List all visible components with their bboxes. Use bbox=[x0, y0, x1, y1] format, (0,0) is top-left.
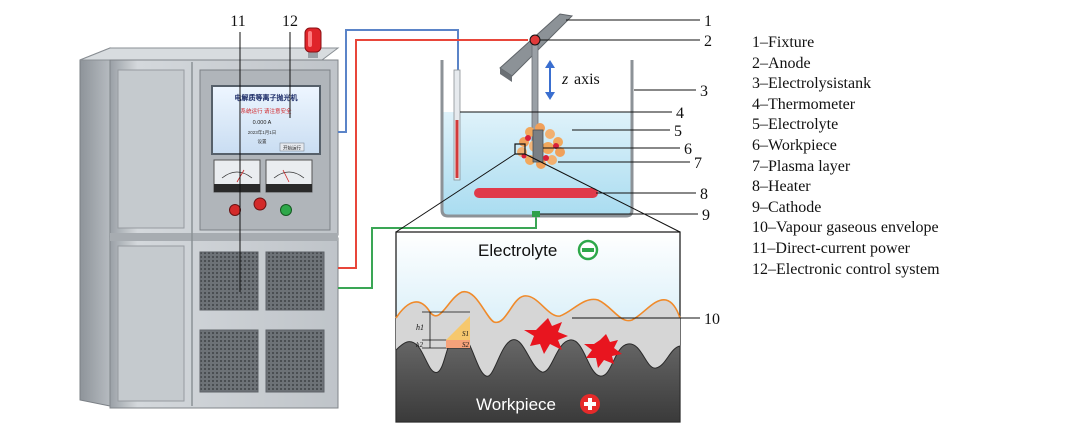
screen-status: 系统运行 请注意安全 bbox=[240, 107, 292, 115]
callout-leaders bbox=[460, 19, 700, 215]
warning-lamp bbox=[304, 27, 322, 58]
screen-label: 设置 bbox=[258, 138, 267, 145]
panel-buttons bbox=[229, 197, 292, 216]
anode bbox=[529, 34, 541, 46]
workpiece-label: Workpiece bbox=[476, 395, 556, 414]
callout-3-label: 3 bbox=[700, 83, 708, 100]
callout-11-label: 11 bbox=[230, 13, 245, 30]
cabinet: 电解质等离子抛光机 系统运行 请注意安全 0.000 A 2023年1月1日 设… bbox=[79, 27, 340, 409]
screen-date: 2023年1月1日 bbox=[248, 129, 277, 136]
legend-item: 2–Anode bbox=[752, 54, 811, 72]
callout-9-label: 9 bbox=[702, 207, 710, 224]
zoom-detail: 10 h1 h2 S1 S2 Electrolyte Workpiece bbox=[395, 153, 720, 423]
legend-item: 8–Heater bbox=[752, 178, 811, 196]
electrolyte-label: Electrolyte bbox=[478, 241, 557, 260]
z-axis-symbol: z bbox=[561, 71, 569, 88]
legend-item: 11–Direct-current power bbox=[752, 239, 910, 257]
control-screen: 电解质等离子抛光机 系统运行 请注意安全 0.000 A 2023年1月1日 设… bbox=[211, 85, 321, 155]
cathode bbox=[532, 211, 540, 217]
h1-label: h1 bbox=[416, 323, 424, 332]
minus-sign-icon bbox=[577, 239, 599, 261]
h2-label: h2 bbox=[416, 341, 424, 349]
callout-6-label: 6 bbox=[684, 141, 692, 158]
panel-meters bbox=[213, 159, 313, 193]
legend-item: 5–Electrolyte bbox=[752, 116, 839, 134]
z-axis-word: axis bbox=[574, 71, 600, 88]
callout-2-label: 2 bbox=[704, 33, 712, 50]
callout-11: 11 bbox=[230, 13, 246, 292]
screen-start-button: 开始运行 bbox=[283, 145, 301, 152]
callout-5-label: 5 bbox=[674, 123, 682, 140]
screen-title: 电解质等离子抛光机 bbox=[235, 93, 298, 102]
callout-12: 12 bbox=[282, 13, 298, 118]
callout-8-label: 8 bbox=[700, 186, 708, 203]
legend-item: 1–Fixture bbox=[752, 34, 815, 51]
cabinet-vents bbox=[199, 251, 325, 393]
s1-label: S1 bbox=[462, 330, 469, 338]
callout-1-label: 1 bbox=[704, 13, 712, 30]
callout-12-label: 12 bbox=[282, 13, 298, 30]
callout-10-label: 10 bbox=[704, 311, 720, 328]
roughness-measure: h1 h2 S1 S2 bbox=[416, 311, 470, 349]
legend-item: 9–Cathode bbox=[752, 198, 822, 216]
legend-item: 10–Vapour gaseous envelope bbox=[752, 219, 939, 237]
callout-7-label: 7 bbox=[694, 155, 702, 172]
workpiece bbox=[532, 129, 544, 163]
legend-item: 6–Workpiece bbox=[752, 136, 837, 154]
plus-sign-icon bbox=[580, 394, 600, 414]
legend-item: 12–Electronic control system bbox=[752, 260, 940, 278]
callout-4-label: 4 bbox=[676, 105, 684, 122]
legend-item: 3–Electrolysistank bbox=[752, 75, 872, 93]
workpiece-plasma-cloud bbox=[514, 123, 565, 169]
z-axis: z axis bbox=[545, 60, 600, 100]
legend: 1–Fixture 2–Anode 3–Electrolysistank 4–T… bbox=[752, 33, 1072, 280]
heater bbox=[474, 188, 598, 198]
screen-value: 0.000 A bbox=[253, 120, 272, 126]
legend-item: 4–Thermometer bbox=[752, 95, 856, 113]
s2-label: S2 bbox=[462, 341, 470, 349]
legend-item: 7–Plasma layer bbox=[752, 157, 851, 175]
callout-numbers: 1 2 3 4 5 6 7 8 9 bbox=[674, 13, 712, 224]
